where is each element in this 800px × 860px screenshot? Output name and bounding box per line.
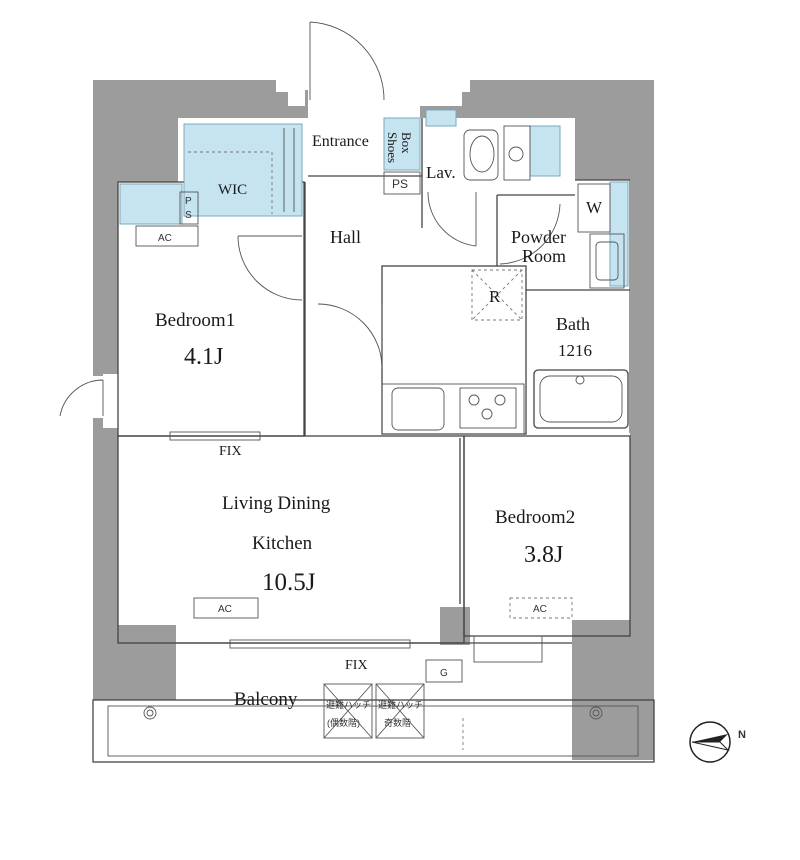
ps-side-label-2: S xyxy=(185,210,192,221)
window-bedroom2 xyxy=(473,635,543,663)
evacuation-hatch-right xyxy=(375,683,425,739)
stove-burner-icon xyxy=(468,394,480,406)
ac-label-bedroom1: AC xyxy=(158,233,172,244)
stove-burner-icon xyxy=(481,408,493,420)
ldk-size: 10.5J xyxy=(262,569,316,596)
entrance-label: Entrance xyxy=(312,133,369,150)
stove-burner-icon xyxy=(494,394,506,406)
fridge-label: R xyxy=(489,287,501,306)
balcony-area xyxy=(92,683,655,763)
room-labels: Entrance Shoes Box Lav. PS WIC P S W Hal… xyxy=(155,132,603,710)
window-bedroom1 xyxy=(169,431,261,441)
gas-meter-box xyxy=(425,659,463,683)
ac-unit-bedroom2 xyxy=(509,597,573,619)
evacuation-hatch-left xyxy=(323,683,373,739)
wic-storage xyxy=(183,123,303,217)
ps-side-label-1: P xyxy=(185,196,192,207)
wic-label: WIC xyxy=(218,182,247,198)
shoes-box-label-1: Shoes xyxy=(385,132,400,163)
ac-unit-bedroom1 xyxy=(135,225,199,247)
powder-room-label-2: Room xyxy=(522,246,566,266)
ac-unit-ldk xyxy=(193,597,259,619)
hatch-right-label-1: 避難ハッチ xyxy=(378,699,423,710)
fridge-space xyxy=(471,269,523,321)
bathtub xyxy=(533,369,629,429)
compass-north-label: N xyxy=(738,729,746,741)
doors xyxy=(59,21,561,604)
ac-label-bedroom2: AC xyxy=(533,604,547,615)
bedroom1-label: Bedroom1 xyxy=(155,310,235,331)
hatch-left-label-1: 避難ハッチ xyxy=(326,699,371,710)
storage-areas xyxy=(119,109,629,287)
shoes-box-label-2: Box xyxy=(399,132,414,154)
shoes-box-storage xyxy=(383,117,421,171)
fixtures xyxy=(135,125,629,683)
bath-label: Bath xyxy=(556,314,590,334)
ldk-label-1: Living Dining xyxy=(222,493,331,514)
kitchen-counter xyxy=(381,383,525,435)
hatch-right-label-2: 奇数階 xyxy=(384,717,411,728)
bedroom2-label: Bedroom2 xyxy=(495,507,575,528)
balcony-label: Balcony xyxy=(234,689,298,710)
powder-room-label-1: Powder xyxy=(511,227,566,247)
gas-meter-label: G xyxy=(440,668,448,679)
hatch-left-label-2: (偶数階) xyxy=(327,717,360,728)
bedroom2-size: 3.8J xyxy=(524,542,563,568)
bath-size-label: 1216 xyxy=(558,341,592,360)
lav-label: Lav. xyxy=(426,163,456,182)
fix-label-ldk: FIX xyxy=(345,658,368,673)
structural-walls xyxy=(93,80,654,760)
ps-label-top: PS xyxy=(392,177,408,191)
ldk-label-2: Kitchen xyxy=(252,533,313,554)
fixture-labels: AC AC AC FIX FIX G 避難ハッチ (偶数階) 避難ハッチ 奇数階 xyxy=(158,233,547,728)
compass-north-icon: N xyxy=(689,721,746,763)
window-ldk xyxy=(229,639,411,649)
fix-label-bedroom1: FIX xyxy=(219,444,242,459)
washer-label: W xyxy=(586,198,603,217)
hall-label: Hall xyxy=(330,227,361,247)
ac-label-ldk: AC xyxy=(218,604,232,615)
bedroom1-size: 4.1J xyxy=(184,344,223,370)
